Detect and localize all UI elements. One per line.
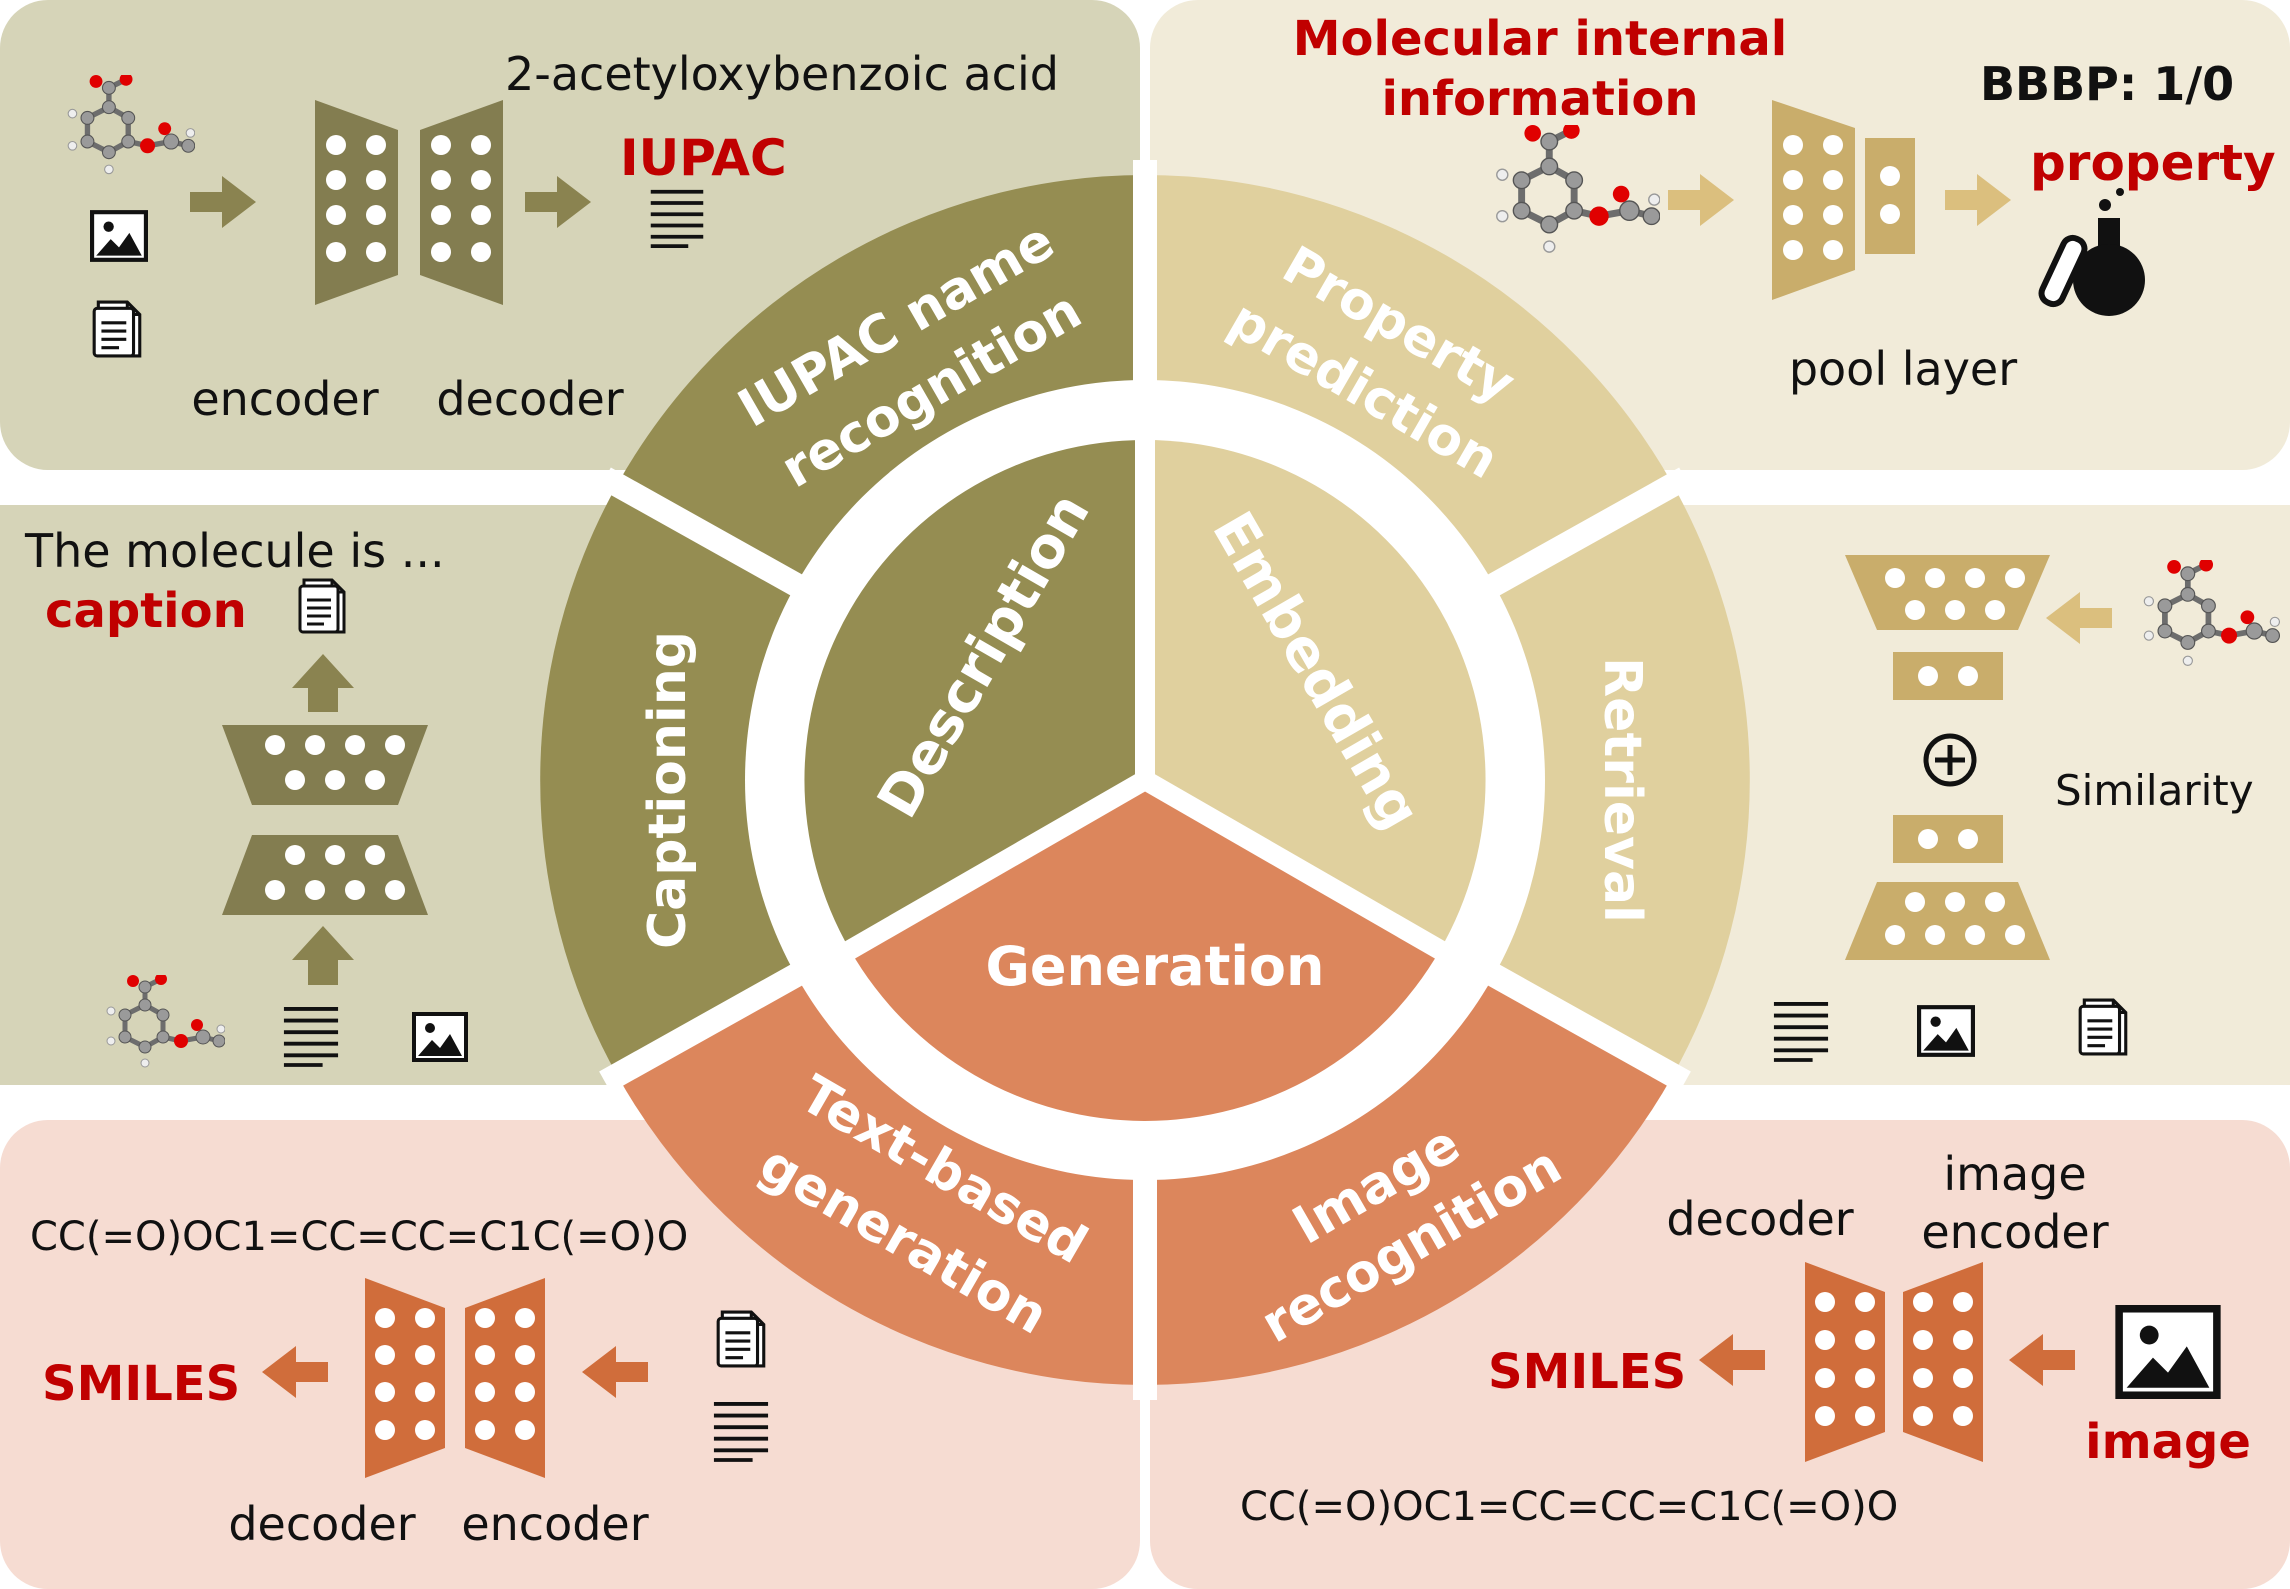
left-arrow-icon (1699, 1334, 1765, 1386)
caption-output-label: caption (45, 583, 247, 639)
textgen-smiles-string: CC(=O)OC1=CC=CC=C1C(=O)O (30, 1214, 688, 1260)
caption-panel: The molecule is ... caption (24, 524, 468, 1067)
input-arrow-icon (190, 176, 256, 228)
iupac-output-label: IUPAC (620, 129, 787, 187)
output-arrow-icon (525, 176, 591, 228)
retrieval-upper-embedding (1893, 652, 2003, 700)
property-title-2: information (1381, 71, 1698, 127)
property-panel: Molecular internal information BBBP: 1/0… (1293, 11, 2276, 396)
property-title-1: Molecular internal (1293, 11, 1787, 67)
imgrec-decoder-label: decoder (1666, 1192, 1853, 1246)
image-icon (412, 1012, 468, 1062)
textgen-encoder-label: encoder (461, 1497, 648, 1551)
retrieval-panel: Similarity (1772, 555, 2280, 1062)
document-icon (298, 578, 346, 634)
imgrec-encoder-label-1: image (1943, 1147, 2086, 1201)
up-arrow-icon (292, 926, 354, 985)
caption-text: The molecule is ... (24, 524, 445, 578)
pool-layer-block (1865, 138, 1915, 254)
textgen-output-label: SMILES (42, 1356, 240, 1412)
document-icon (92, 300, 142, 358)
input-arrow-icon (1668, 174, 1734, 226)
textgen-panel: CC(=O)OC1=CC=CC=C1C(=O)O SMILES decoder … (30, 1214, 770, 1551)
image-icon (1919, 1007, 1973, 1055)
bbbp-label: BBBP: 1/0 (1980, 57, 2234, 111)
similarity-label: Similarity (2055, 766, 2254, 815)
retrieval-lower-embedding (1893, 815, 2003, 863)
left-arrow-icon (2009, 1334, 2075, 1386)
pool-layer-label: pool layer (1789, 342, 2017, 396)
imgrec-encoder-block (1903, 1262, 1983, 1462)
iupac-panel: 2-acetyloxybenzoic acid IUPAC encoder de… (68, 47, 1059, 426)
iupac-molecule-name: 2-acetyloxybenzoic acid (505, 47, 1059, 101)
imgrec-decoder-block (1805, 1262, 1885, 1462)
imgrec-smiles-string: CC(=O)OC1=CC=CC=C1C(=O)O (1240, 1484, 1898, 1530)
iupac-decoder-label: decoder (436, 372, 623, 426)
encoder-block (315, 100, 398, 305)
decoder-block (420, 100, 503, 305)
left-arrow-icon (262, 1346, 328, 1398)
up-arrow-icon (292, 654, 354, 712)
imgrec-output-label: SMILES (1488, 1344, 1686, 1400)
outer-label-retrieval: Retrieval (1592, 657, 1652, 923)
textgen-decoder-block (365, 1278, 445, 1478)
caption-encoder-block (222, 835, 428, 915)
imgrec-panel: image encoder decoder SMILES image CC(=O… (1240, 1147, 2251, 1530)
iupac-encoder-label: encoder (191, 372, 378, 426)
plus-circle-icon (1923, 733, 1977, 787)
left-arrow-icon (2046, 592, 2112, 644)
textgen-decoder-label: decoder (228, 1497, 415, 1551)
image-icon (92, 212, 146, 260)
flask-icon (2038, 188, 2145, 316)
imgrec-input-label: image (2085, 1414, 2251, 1470)
task-wheel (540, 160, 1750, 1400)
image-icon (2119, 1309, 2217, 1395)
property-output-label: property (2030, 134, 2276, 192)
retrieval-lower-encoder (1845, 882, 2050, 960)
pool-encoder-block (1772, 100, 1855, 300)
textgen-encoder-block (465, 1278, 545, 1478)
inner-label-generation: Generation (986, 935, 1325, 998)
left-arrow-icon (582, 1346, 648, 1398)
outer-label-captioning: Captioning (638, 631, 698, 949)
document-icon (2078, 998, 2128, 1056)
retrieval-upper-encoder (1845, 555, 2050, 630)
output-arrow-icon (1945, 174, 2011, 226)
imgrec-encoder-label-2: encoder (1921, 1205, 2108, 1259)
document-icon (716, 1310, 766, 1368)
